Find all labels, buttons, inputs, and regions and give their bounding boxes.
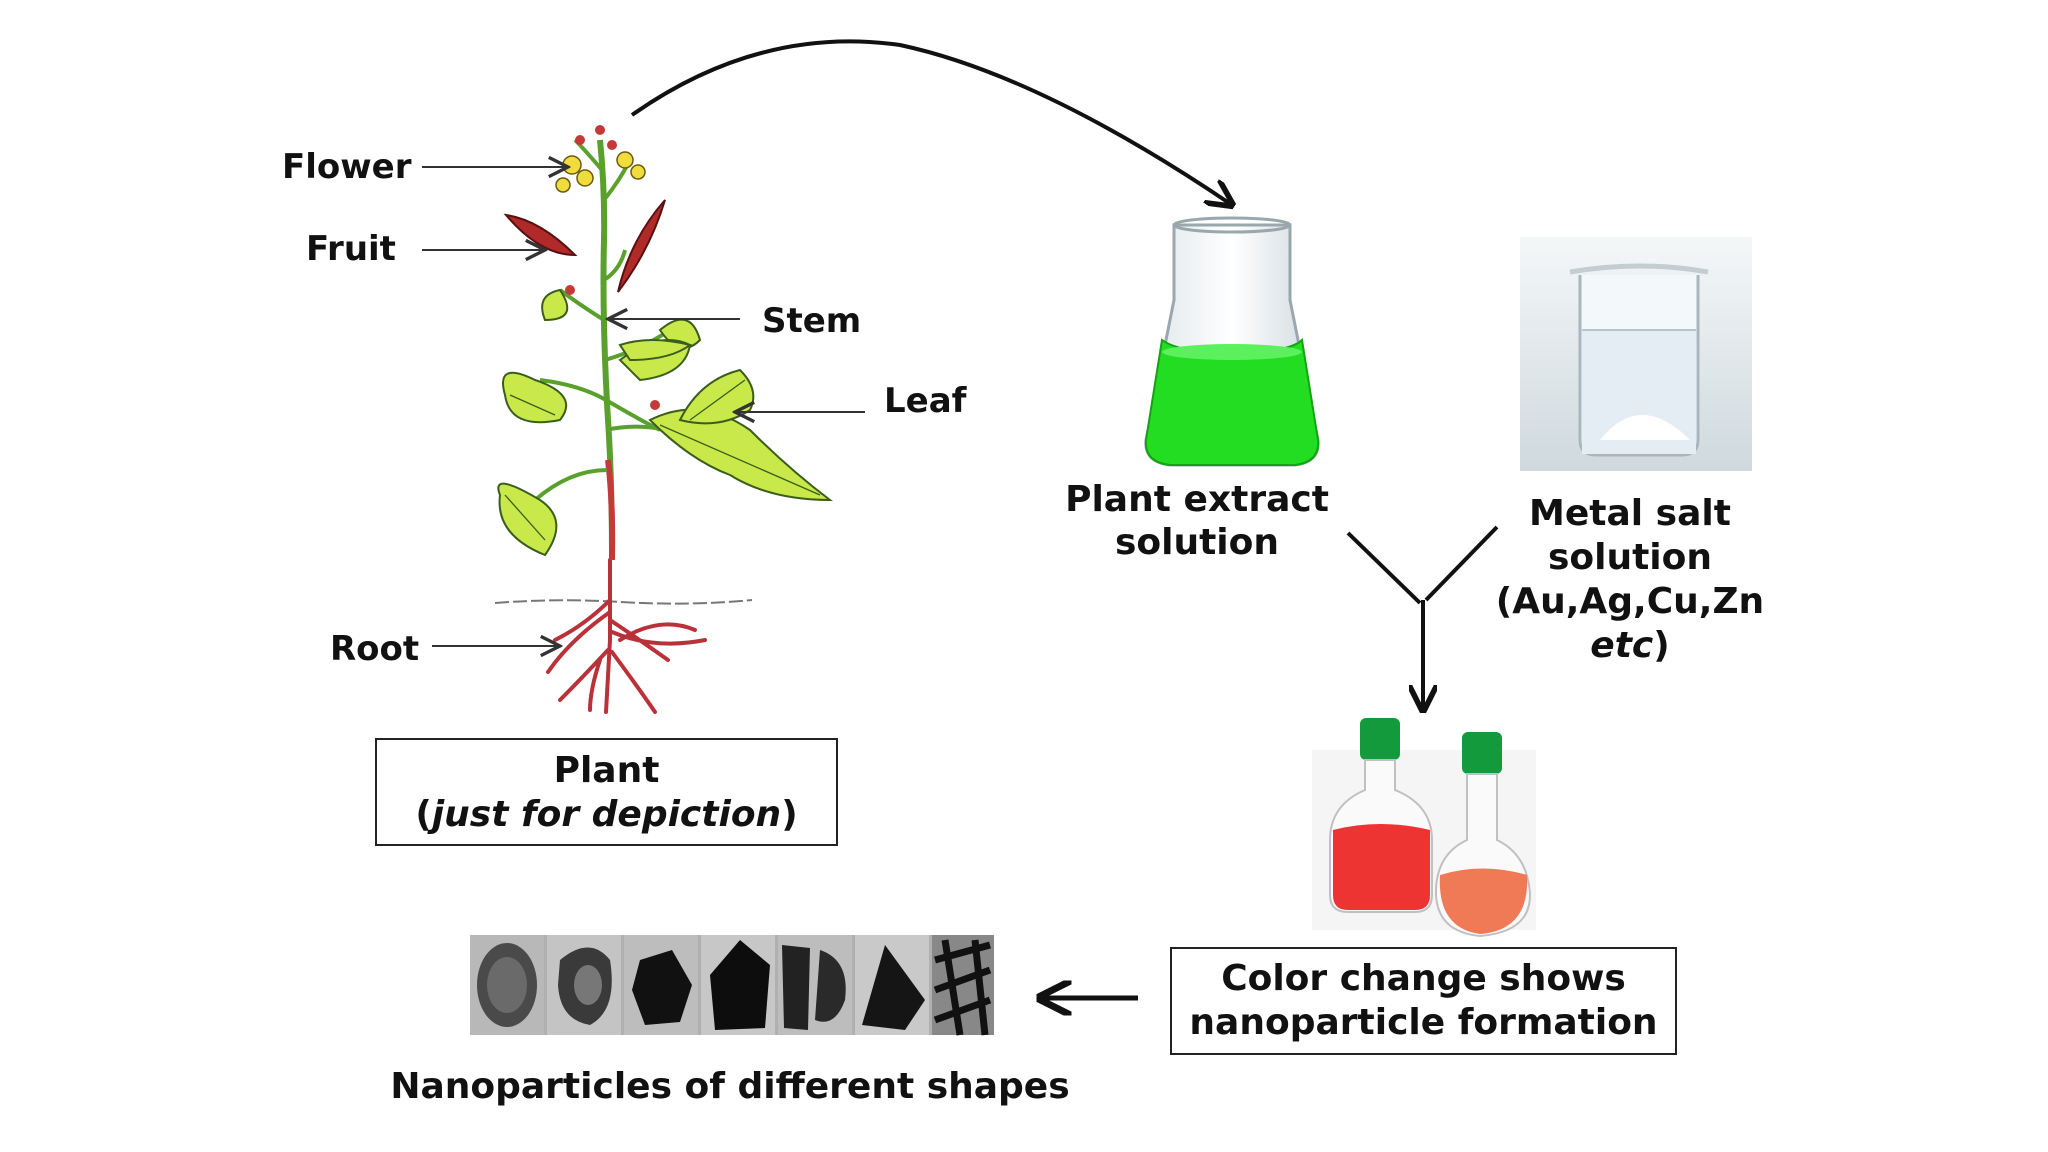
np-panel-2 bbox=[547, 935, 621, 1035]
nanoparticle-strip bbox=[470, 935, 994, 1036]
np-panel-1 bbox=[470, 935, 544, 1035]
color-change-box: Color change shows nanoparticle formatio… bbox=[1170, 947, 1677, 1055]
plant-caption-open-paren: ( bbox=[415, 794, 432, 835]
metal-salt-line3: (Au,Ag,Cu,Zn bbox=[1495, 581, 1765, 622]
curved-arrow bbox=[630, 39, 1232, 205]
np-panel-7 bbox=[932, 935, 994, 1036]
extract-label-line1: Plant extract bbox=[1065, 479, 1329, 520]
metal-salt-label: Metal salt solution (Au,Ag,Cu,Zn etc) bbox=[1490, 492, 1770, 668]
flask-illustration bbox=[1144, 216, 1320, 467]
nanoparticles-caption: Nanoparticles of different shapes bbox=[390, 1066, 1070, 1107]
metal-salt-close-paren: ) bbox=[1653, 625, 1670, 666]
label-flower: Flower bbox=[282, 147, 412, 187]
root-system bbox=[546, 558, 707, 714]
plant-caption-italic: just for depiction bbox=[431, 794, 782, 835]
label-leaf: Leaf bbox=[884, 381, 967, 421]
metal-salt-line2: solution bbox=[1547, 537, 1713, 578]
beaker-photo bbox=[1520, 237, 1752, 471]
color-change-line1: Color change shows bbox=[1221, 958, 1626, 999]
np-panel-5 bbox=[778, 935, 852, 1035]
extract-label-line2: solution bbox=[1114, 522, 1280, 563]
plant-caption-title: Plant bbox=[553, 750, 660, 791]
np-panel-6 bbox=[855, 935, 929, 1035]
plant-caption-subtitle: (just for depiction) bbox=[377, 793, 836, 837]
metal-salt-line1: Metal salt bbox=[1529, 493, 1731, 534]
label-root: Root bbox=[330, 629, 420, 669]
vials-illustration bbox=[1312, 718, 1536, 938]
flowers bbox=[555, 125, 660, 410]
plant-caption-close-paren: ) bbox=[781, 794, 798, 835]
color-change-line2: nanoparticle formation bbox=[1189, 1002, 1658, 1043]
label-stem: Stem bbox=[762, 301, 862, 341]
np-panel-4 bbox=[701, 935, 775, 1035]
extract-label: Plant extract solution bbox=[1062, 478, 1332, 564]
merge-arrows bbox=[1346, 525, 1499, 710]
label-fruit: Fruit bbox=[306, 229, 396, 269]
np-panel-3 bbox=[624, 935, 698, 1035]
metal-salt-italic: etc bbox=[1590, 625, 1654, 666]
fruits bbox=[503, 199, 666, 293]
metal-salt-line4: etc) bbox=[1490, 624, 1770, 668]
plant-illustration bbox=[422, 125, 865, 714]
plant-caption-box: Plant (just for depiction) bbox=[375, 738, 838, 846]
